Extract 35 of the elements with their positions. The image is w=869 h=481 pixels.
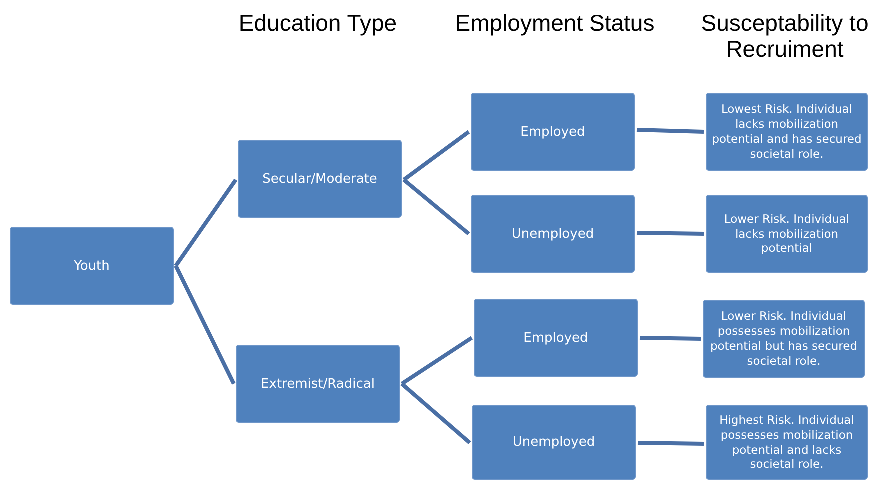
connector-line — [402, 178, 470, 236]
node-text: Secular/Moderate — [262, 172, 378, 186]
connector-line — [400, 336, 474, 386]
category-box — [238, 140, 402, 218]
connector-line — [640, 336, 702, 341]
node-text: Extremist/Radical — [261, 376, 375, 392]
node-text: Employed — [524, 330, 588, 346]
node-text: Unemployed — [512, 435, 596, 450]
column-heading: Education Type — [238, 10, 398, 36]
connector-line — [638, 441, 704, 446]
category-box — [236, 345, 400, 423]
category-box — [472, 405, 636, 480]
category-box — [471, 195, 635, 273]
column-heading: Susceptability to Recruiment — [700, 10, 869, 63]
connector-line — [402, 130, 470, 182]
connector-line — [400, 382, 472, 445]
column-heading: Employment Status — [455, 10, 655, 36]
outcome-box — [703, 300, 865, 378]
category-box — [10, 227, 174, 305]
node-text: Youth — [74, 258, 110, 274]
node-text: Lowest Risk. Individual lacks mobilization potential and has secured societal role. — [711, 102, 863, 162]
outcome-box — [706, 93, 868, 171]
node-text: Unemployed — [512, 226, 594, 242]
node-text: Employed — [520, 124, 586, 140]
category-box — [471, 93, 635, 171]
category-box — [474, 299, 638, 377]
outcome-box — [706, 405, 868, 480]
node-text: Lower Risk. Individual possesses mobilization potential but has secured societal role. — [709, 309, 859, 369]
connector-line — [174, 178, 238, 268]
connector-line — [174, 265, 236, 385]
node-text: Lower Risk. Individual lacks mobilization potential — [723, 212, 851, 256]
connector-line — [636, 231, 704, 236]
node-text: Highest Risk. Individual possesses mobilization potential and lacks societal role. — [718, 412, 856, 472]
outcome-box — [706, 195, 868, 273]
connector-line — [636, 128, 704, 134]
